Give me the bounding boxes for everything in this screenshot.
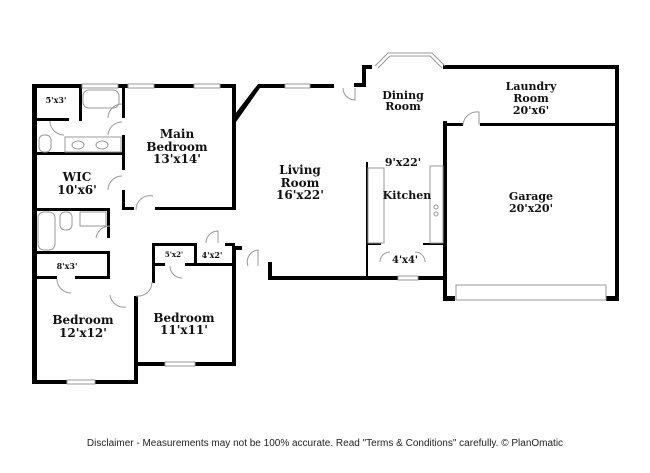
living-room-name: Living xyxy=(279,163,321,177)
fixtures xyxy=(37,87,480,308)
disclaimer: Disclaimer - Measurements may not be 100… xyxy=(86,438,564,449)
room-labels: 5'x3' Main Bedroom 13'x14' WIC 10'x6' Li… xyxy=(46,80,557,340)
bedroom-3-name: Bedroom xyxy=(153,311,214,325)
closet-4x2-size: 4'x2' xyxy=(202,250,223,260)
bedroom-3-size: 11'x11' xyxy=(160,323,208,337)
living-room-size: 16'x22' xyxy=(276,188,324,202)
walls xyxy=(32,65,619,384)
closet-8x3-size: 8'x3' xyxy=(57,261,78,271)
bedroom-2-size: 12'x12' xyxy=(59,326,107,340)
wic-size: 10'x6' xyxy=(57,183,97,197)
garage-name: Garage xyxy=(509,190,553,203)
wic-name: WIC xyxy=(62,170,92,184)
kitchen-size: 9'x22' xyxy=(385,156,421,169)
main-bedroom-size: 13'x14' xyxy=(153,152,201,166)
kitchen-name: Kitchen xyxy=(383,189,432,202)
bedroom-2-name: Bedroom xyxy=(52,313,113,327)
pantry-size: 4'x4' xyxy=(392,255,418,266)
dining-room-name: Room xyxy=(385,100,421,113)
laundry-room-name: Room xyxy=(513,92,549,105)
closet-5x2-size: 5'x2' xyxy=(165,250,183,259)
garage-size: 20'x20' xyxy=(509,202,553,215)
windows xyxy=(66,52,607,385)
main-bedroom-name: Bedroom xyxy=(146,140,207,154)
living-room-name: Room xyxy=(281,176,320,190)
main-bedroom-name: Main xyxy=(160,127,195,141)
dining-room-name: Dining xyxy=(382,89,424,102)
laundry-room-name: Laundry xyxy=(506,80,557,93)
closet-5x3-size: 5'x3' xyxy=(46,95,67,105)
laundry-room-size: 20'x6' xyxy=(513,104,549,117)
